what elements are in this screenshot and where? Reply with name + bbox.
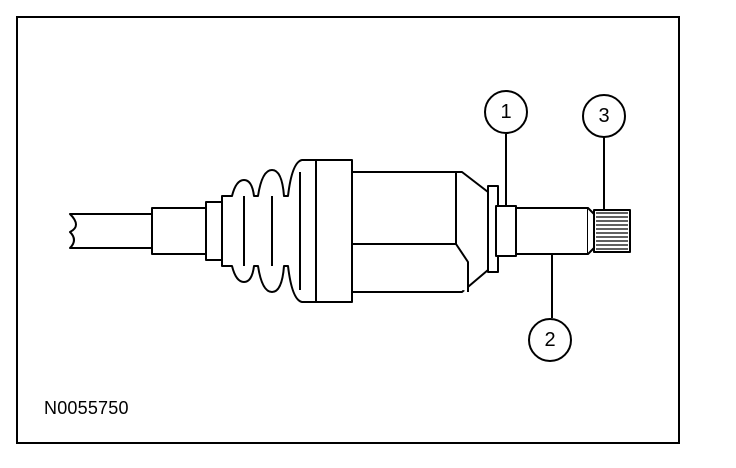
figure-frame [16, 16, 680, 444]
callout-2-label: 2 [544, 329, 555, 351]
shaft-broken-end [69, 213, 153, 249]
stub-shaft [515, 207, 589, 255]
callout-3-label: 3 [598, 105, 609, 127]
figure-id-label: N0055750 [44, 398, 129, 418]
spline-teeth [596, 212, 628, 250]
callout-3: 3 [582, 94, 626, 138]
callout-2: 2 [528, 318, 572, 362]
stub-shaft-collar [495, 205, 517, 257]
splined-end [593, 209, 631, 253]
callout-1-label: 1 [500, 101, 511, 123]
cv-boot [221, 159, 317, 303]
callout-1: 1 [484, 90, 528, 134]
shaft-step [151, 207, 213, 255]
